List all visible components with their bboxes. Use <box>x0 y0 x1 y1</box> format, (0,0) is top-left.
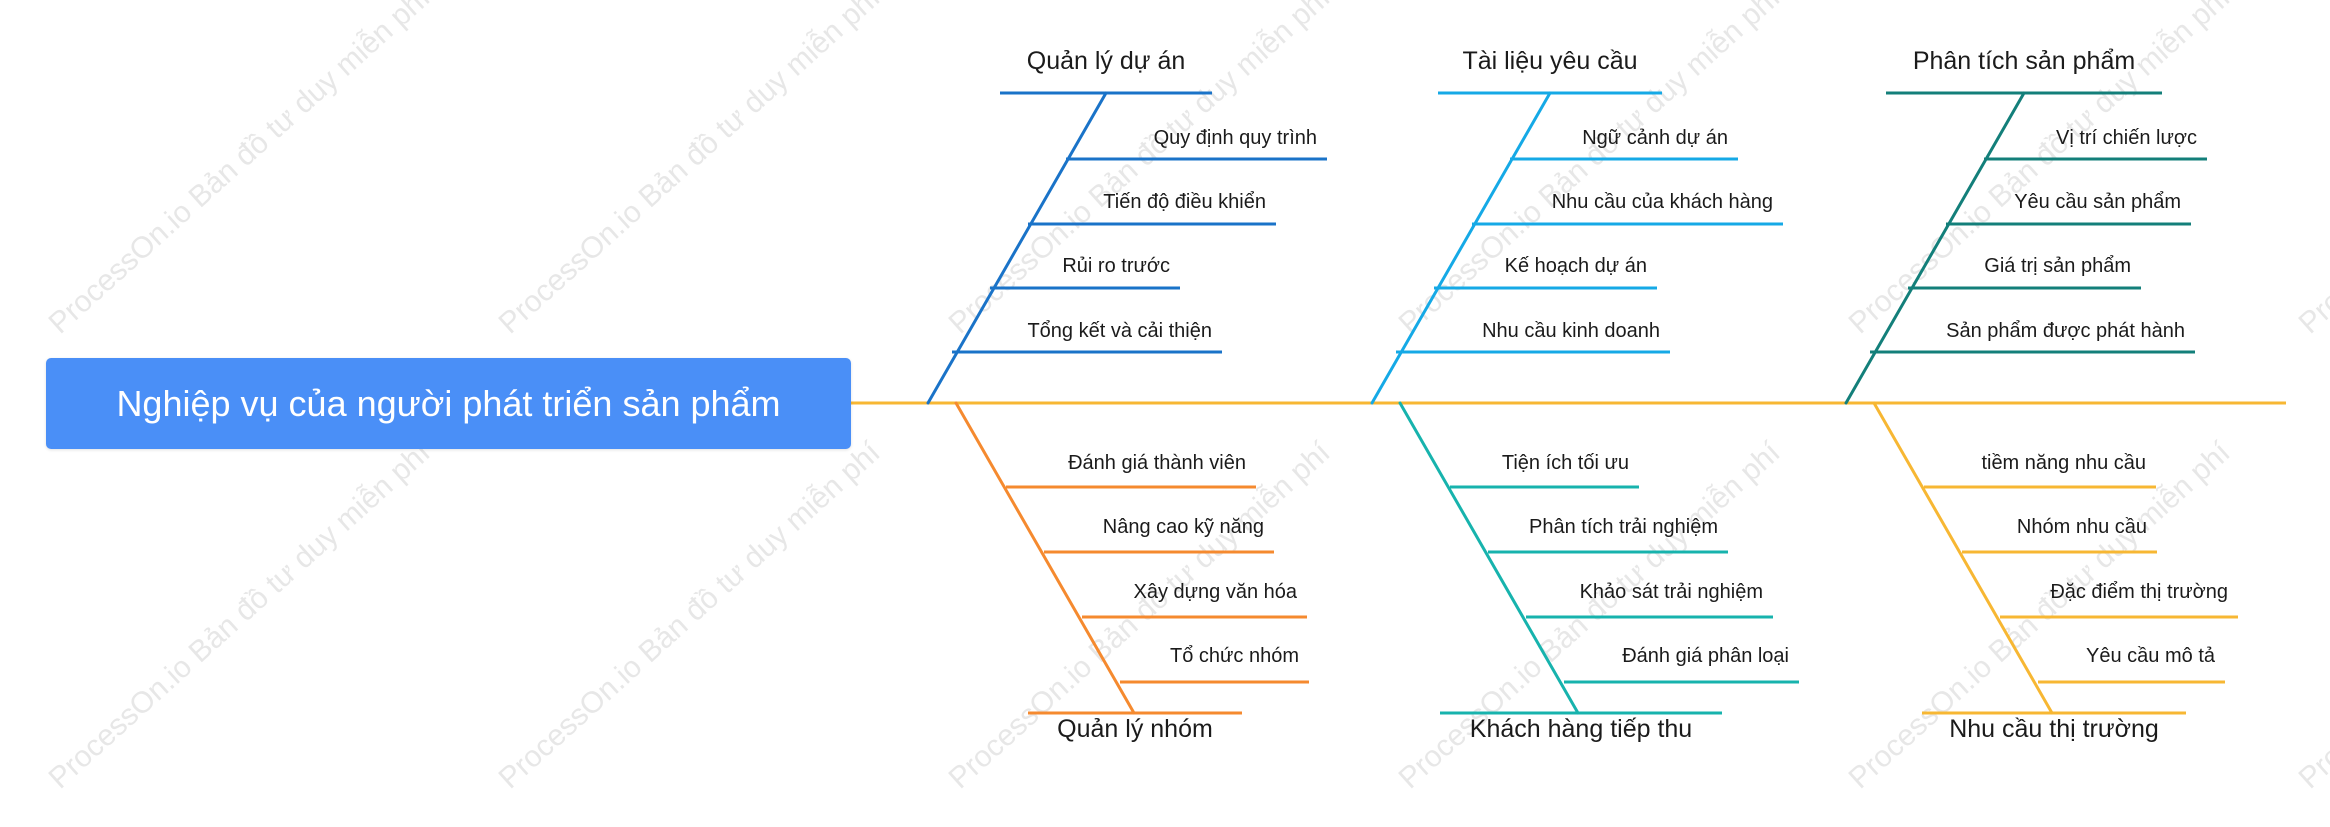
sub-item-label[interactable]: Nhu cầu kinh doanh <box>1482 320 1660 342</box>
branch-bone <box>954 401 1136 715</box>
branch-bone <box>926 91 1108 405</box>
sub-item-label[interactable]: Phân tích trải nghiệm <box>1529 516 1718 538</box>
branch-heading[interactable]: Quản lý nhóm <box>1057 715 1213 743</box>
watermark-text: ProcessOn.io Bản đồ tư duy miễn phí <box>43 435 437 795</box>
watermark-text: ProcessOn.io Bản đồ tư duy miễn phí <box>43 0 437 340</box>
watermark-text: ProcessOn.io Bản đồ tư duy miễn phí <box>493 0 887 340</box>
sub-item-label[interactable]: Yêu cầu sản phẩm <box>2014 191 2181 213</box>
watermark-text: ProcessOn.io Bản đồ tư duy miễn phí <box>493 435 887 795</box>
sub-item-label[interactable]: Sản phẩm được phát hành <box>1946 320 2185 342</box>
branch-heading[interactable]: Khách hàng tiếp thu <box>1470 715 1692 743</box>
branch-heading[interactable]: Nhu cầu thị trường <box>1949 715 2159 743</box>
sub-item-label[interactable]: Xây dựng văn hóa <box>1133 581 1297 603</box>
branch-nhu-cau-thi-truong: Nhu cầu thị trường tiềm năng nhu cầuNhóm … <box>1872 401 2238 743</box>
sub-item-label[interactable]: Nâng cao kỹ năng <box>1103 516 1264 538</box>
sub-item-label[interactable]: Yêu cầu mô tả <box>2086 645 2216 667</box>
branch-heading[interactable]: Tài liệu yêu cầu <box>1462 47 1637 75</box>
sub-item-label[interactable]: Nhu cầu của khách hàng <box>1552 191 1773 213</box>
branch-khach-hang-tiep-thu: Khách hàng tiếp thu Tiện ích tối ưu Phân t… <box>1398 401 1799 743</box>
sub-item-label[interactable]: tiềm năng nhu cầu <box>1981 452 2146 474</box>
sub-item-label[interactable]: Khảo sát trải nghiệm <box>1580 581 1763 603</box>
sub-item-label[interactable]: Ngữ cảnh dự án <box>1582 127 1728 149</box>
sub-item-label[interactable]: Đánh giá phân loại <box>1622 645 1789 667</box>
branch-bone <box>1844 91 2026 405</box>
branch-heading[interactable]: Phân tích sản phẩm <box>1913 47 2135 75</box>
sub-item-label[interactable]: Đánh giá thành viên <box>1068 452 1246 474</box>
sub-item-label[interactable]: Nhóm nhu cầu <box>2017 516 2147 538</box>
branch-heading[interactable]: Quản lý dự án <box>1027 47 1186 75</box>
branch-bone <box>1398 401 1580 715</box>
sub-item-label[interactable]: Vị trí chiến lược <box>2056 127 2197 149</box>
sub-item-label[interactable]: Giá trị sản phẩm <box>1984 255 2131 277</box>
sub-item-label[interactable]: Tổng kết và cải thiện <box>1027 320 1212 342</box>
sub-item-label[interactable]: Quy định quy trình <box>1154 127 1317 149</box>
sub-item-label[interactable]: Tổ chức nhóm <box>1170 645 1299 667</box>
watermark-text: ProcessOn.io Bản đồ tư duy miễn phí <box>2293 435 2330 795</box>
central-topic[interactable]: Nghiệp vụ của người phát triển sản phẩm <box>46 358 851 449</box>
sub-item-label[interactable]: Đặc điểm thị trường <box>2050 581 2228 603</box>
branch-bone <box>1872 401 2054 715</box>
branch-bone <box>1370 91 1552 405</box>
sub-item-label[interactable]: Tiến độ điều khiển <box>1103 191 1266 213</box>
sub-item-label[interactable]: Kế hoạch dự án <box>1505 255 1647 277</box>
sub-item-label[interactable]: Rủi ro trước <box>1062 255 1170 277</box>
sub-item-label[interactable]: Tiện ích tối ưu <box>1502 452 1629 474</box>
watermark-text: ProcessOn.io Bản đồ tư duy miễn phí <box>2293 0 2330 340</box>
